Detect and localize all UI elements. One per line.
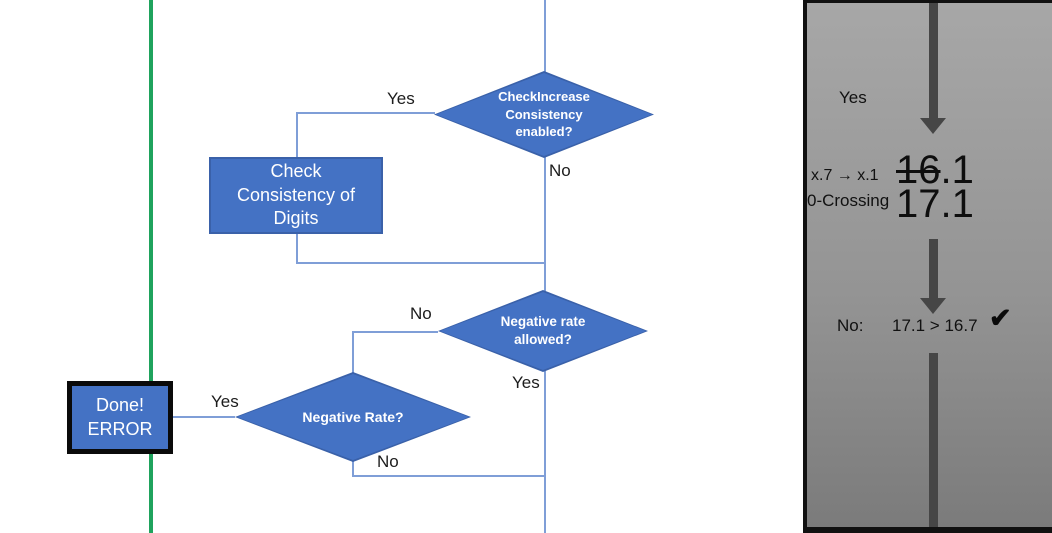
green-divider-line	[149, 0, 153, 533]
decision-label: Negative Rate?	[302, 408, 404, 425]
down-arrow-2-head-icon	[920, 298, 946, 314]
label-top-no: No	[549, 161, 571, 180]
connector-no-branch-h	[352, 331, 438, 333]
down-arrow-1-head-icon	[920, 118, 946, 134]
decision-label: Negative rate allowed?	[500, 313, 586, 347]
case-description-line1: x.7 → x.1	[811, 167, 879, 184]
checkmark-icon: ✔	[989, 303, 1012, 333]
connector-main-middle	[544, 157, 546, 291]
connector-main-bottom	[544, 371, 546, 533]
connector-rate-no-h	[352, 475, 546, 477]
result-comparison: 17.1 > 16.7	[892, 316, 978, 335]
terminal-label: Done! ERROR	[87, 395, 153, 439]
label-allowed-yes: Yes	[512, 373, 540, 392]
decision-negative-rate: Negative Rate?	[235, 372, 471, 462]
decision-check-increase-consistency: CheckIncrease Consistency enabled?	[434, 71, 654, 158]
connector-no-branch-v	[352, 331, 354, 373]
old-value-rest: .1	[940, 148, 974, 192]
connector-process-out-v	[296, 234, 298, 264]
old-value: 16.1	[896, 150, 974, 190]
decision-label: CheckIncrease Consistency enabled?	[498, 89, 590, 140]
label-top-yes: Yes	[387, 89, 415, 108]
label-allowed-no: No	[410, 304, 432, 323]
process-check-consistency: Check Consistency of Digits	[209, 157, 383, 234]
result-label: No:	[837, 316, 864, 335]
connector-rate-no-v	[352, 461, 354, 477]
terminal-done-error: Done! ERROR	[67, 381, 173, 454]
process-label: Check Consistency of Digits	[236, 161, 356, 229]
old-value-struck: 16	[896, 148, 941, 192]
connector-yes-branch-h	[296, 112, 435, 114]
connector-rate-yes-h	[173, 416, 235, 418]
connector-yes-branch-v	[296, 112, 298, 158]
label-rate-no: No	[377, 452, 399, 471]
down-arrow-1-shaft	[929, 3, 938, 118]
new-value: 17.1	[896, 182, 974, 226]
connector-process-out-h	[296, 262, 546, 264]
down-arrow-3-shaft	[929, 353, 938, 527]
panel-yes-label: Yes	[839, 88, 867, 107]
side-panel: Yes x.7 → x.1 0-Crossing 16.1 17.1 No: 1…	[803, 0, 1052, 533]
label-rate-yes: Yes	[211, 392, 239, 411]
case-description-line2: 0-Crossing	[807, 191, 890, 210]
connector-main-top	[544, 0, 546, 72]
decision-negative-rate-allowed: Negative rate allowed?	[438, 290, 648, 372]
down-arrow-2-shaft	[929, 239, 938, 298]
